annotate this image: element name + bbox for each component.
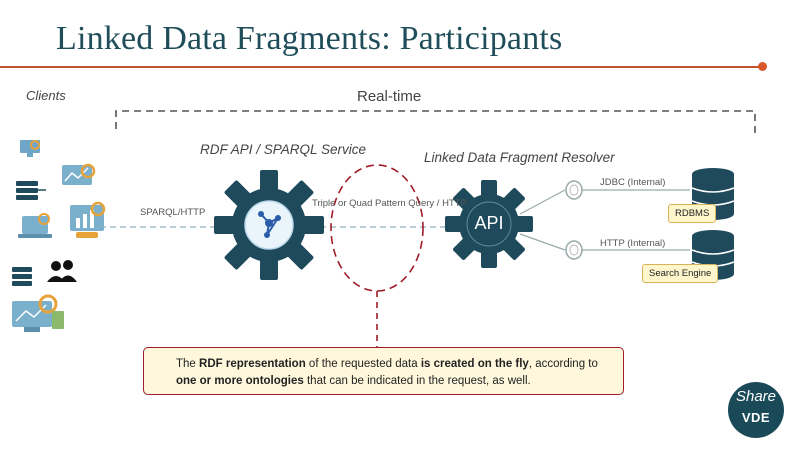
client-dashboard-icon: [62, 163, 96, 185]
triple-quad-label: Triple or Quad Pattern Query / HTTP: [312, 198, 467, 209]
client-monitor-icon: [12, 294, 64, 332]
ldf-resolver-gear-icon: [445, 180, 533, 268]
rdf-service-gear-icon: [214, 170, 324, 280]
jdbc-label: JDBC (Internal): [600, 177, 666, 188]
client-analytics-icon: [70, 201, 106, 238]
server-rack-icon-2: [12, 267, 32, 286]
jdbc-connector-line: [519, 189, 566, 215]
sparql-http-label: SPARQL/HTTP: [140, 207, 206, 218]
server-rack-icon: [16, 181, 46, 200]
title-rule: [0, 66, 762, 68]
callout-text-2: of the requested data: [305, 358, 421, 370]
ldf-resolver-label: Linked Data Fragment Resolver: [424, 150, 615, 165]
logo-vde-text: VDE: [741, 410, 771, 425]
http-connector-icon: [565, 240, 583, 260]
callout-bold-2: is created on the fly: [420, 358, 529, 370]
realtime-bracket: [115, 110, 756, 138]
client-laptop-icon: [18, 213, 52, 238]
realtime-label: Real-time: [357, 88, 422, 105]
client-desktop-icon: [20, 140, 40, 157]
title-rule-dot: [758, 62, 767, 71]
callout-text-4: that can be indicated in the request, as…: [303, 375, 531, 388]
on-the-fly-highlight: [330, 164, 424, 292]
logo-share-text: Share: [735, 388, 777, 405]
search-engine-tag: Search Engine: [642, 264, 719, 283]
http-connector-line: [519, 233, 566, 251]
rdf-service-label: RDF API / SPARQL Service: [200, 142, 367, 157]
callout-bold-1: RDF representation: [199, 358, 306, 370]
jdbc-connector-icon: [565, 180, 583, 200]
callout-bold-3: one or more ontologies: [176, 375, 304, 388]
clients-label: Clients: [26, 88, 66, 103]
callout-text-1: The: [176, 358, 200, 370]
slide-title: Linked Data Fragments: Participants: [56, 20, 563, 57]
rdbms-tag: RDBMS: [668, 204, 717, 223]
http-internal-label: HTTP (Internal): [600, 238, 666, 249]
callout-text-3: , according to: [528, 358, 598, 370]
sharevde-logo: Share VDE: [728, 382, 784, 438]
api-label: API: [474, 213, 504, 233]
on-the-fly-callout: The RDF representation of the requested …: [143, 347, 624, 395]
users-icon: [47, 260, 77, 282]
